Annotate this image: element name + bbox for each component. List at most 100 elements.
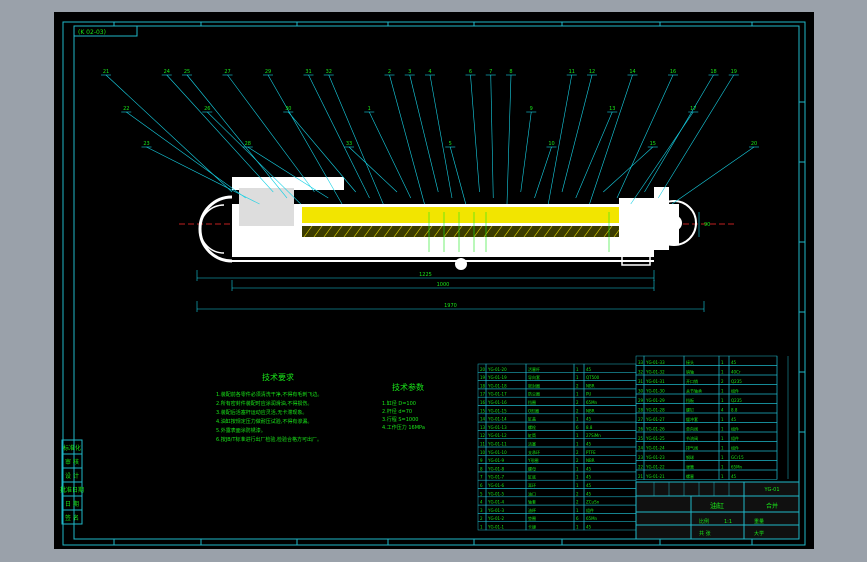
bom-left-text: 19 bbox=[480, 375, 486, 380]
bom-left-text: 6 bbox=[576, 425, 579, 430]
bom-left-text: 导向套 bbox=[528, 374, 540, 380]
bom-right-text: 25 bbox=[638, 436, 644, 441]
balloon-label: 26 bbox=[204, 106, 210, 112]
bom-left-text: 3 bbox=[480, 508, 483, 513]
bom-left-text: 1 bbox=[576, 466, 579, 471]
leader-line bbox=[186, 74, 288, 199]
bom-left-text: 1 bbox=[576, 442, 579, 447]
bom-right-text: 组件 bbox=[731, 435, 739, 441]
bom-left-text: 油口 bbox=[528, 490, 536, 496]
bom-left-text: 1 bbox=[576, 475, 579, 480]
bom-left-text: 1 bbox=[576, 433, 579, 438]
balloon-label: 31 bbox=[305, 69, 311, 75]
bom-left-text: 13 bbox=[480, 425, 486, 430]
hatch-line bbox=[533, 225, 543, 238]
gland bbox=[239, 188, 294, 226]
leader-line bbox=[644, 74, 714, 193]
bom-left-cell bbox=[583, 388, 637, 398]
bom-left-text: QT500 bbox=[586, 375, 600, 380]
balloon-label: 23 bbox=[143, 141, 149, 147]
bom-left-text: YG-01-10 bbox=[487, 450, 507, 455]
balloon-label: 7 bbox=[489, 69, 492, 75]
leader-line bbox=[534, 146, 552, 199]
bom-right-text: 1 bbox=[721, 455, 724, 460]
bom-left-text: 6 bbox=[576, 516, 579, 521]
bom-left-text: 16 bbox=[480, 400, 486, 405]
bom-left-text: 螺母 bbox=[528, 465, 536, 471]
bom-left-text: YG-01-4 bbox=[487, 500, 505, 505]
bom-left-cell bbox=[583, 488, 637, 498]
dimension-text: 1225 bbox=[419, 272, 432, 278]
bom-right-cell bbox=[728, 355, 778, 366]
bom-left-text: 油杯 bbox=[528, 507, 536, 513]
balloon-label: 30 bbox=[285, 106, 291, 112]
bom-right-text: 33 bbox=[638, 360, 644, 365]
bom-right-text: 32 bbox=[638, 370, 644, 375]
bom-left-text: YG-01-19 bbox=[487, 375, 507, 380]
bom-left-text: 18 bbox=[480, 383, 486, 388]
tech-param-line: 4.工作压力 16MPa bbox=[382, 424, 425, 431]
bom-left-text: 活塞 bbox=[528, 441, 536, 447]
leader-line bbox=[227, 74, 315, 193]
tech-req-line: 1.装配前各零件必须清洗干净,不得有毛刺飞边。 bbox=[216, 391, 322, 398]
tech-req-line: 4.油缸按规定压力做耐压试验,不得有渗漏。 bbox=[216, 418, 312, 425]
bom-left-text: 2 bbox=[576, 450, 579, 455]
bom-left-text: YG-01-6 bbox=[487, 483, 505, 488]
bom-left-text: 45 bbox=[586, 475, 592, 480]
bom-left-text: 45 bbox=[586, 466, 592, 471]
balloon-label: 33 bbox=[346, 141, 352, 147]
bom-left-text: NBR bbox=[586, 408, 595, 413]
bom-left-text: 45 bbox=[586, 417, 592, 422]
bom-right-text: 45 bbox=[731, 360, 737, 365]
bom-right-text: YG-01-29 bbox=[645, 398, 665, 403]
rear-eye-pin bbox=[666, 215, 682, 231]
bom-left-text: YG-01-14 bbox=[487, 417, 507, 422]
bom-left-text: 密封圈 bbox=[528, 382, 540, 388]
tech-param-title: 技术参数 bbox=[392, 382, 424, 392]
balloon-label: 11 bbox=[569, 69, 575, 75]
bom-right-cell bbox=[728, 412, 778, 423]
bom-right-text: 1 bbox=[721, 446, 724, 451]
tech-req-title: 技术要求 bbox=[262, 372, 294, 382]
balloon-label: 2 bbox=[388, 69, 391, 75]
bom-left-text: 15 bbox=[480, 408, 486, 413]
rod-section-hatch bbox=[302, 226, 652, 237]
bom-left-text: YG-01-3 bbox=[487, 508, 505, 513]
bom-right-text: 钢球 bbox=[686, 454, 694, 460]
bom-right-text: 1 bbox=[721, 398, 724, 403]
bom-left-cell bbox=[583, 363, 637, 373]
bom-left-text: ZCuSn bbox=[586, 500, 600, 505]
hatch-line bbox=[603, 225, 613, 238]
balloon-label: 27 bbox=[224, 69, 230, 75]
balloon-label: 9 bbox=[530, 106, 533, 112]
hatch-line bbox=[343, 225, 353, 238]
bom-right-text: 弹簧 bbox=[686, 464, 694, 470]
bom-right-text: 1 bbox=[721, 360, 724, 365]
balloon-label: 15 bbox=[650, 141, 656, 147]
bom-left-text: NBR bbox=[586, 383, 595, 388]
bom-right-text: 1 bbox=[721, 427, 724, 432]
bom-left-text: 缸盖 bbox=[528, 416, 536, 422]
bom-right-text: 26 bbox=[638, 427, 644, 432]
bom-right-text: 22 bbox=[638, 465, 644, 470]
leader-line bbox=[247, 146, 329, 199]
leader-line bbox=[603, 146, 653, 193]
balloon-label: 8 bbox=[509, 69, 512, 75]
bom-left-text: YG-01-15 bbox=[487, 408, 507, 413]
bom-right-text: 8.8 bbox=[731, 408, 738, 413]
bom-right-text: 45 bbox=[731, 417, 737, 422]
side-table-label: 签 名 bbox=[65, 514, 79, 522]
leader-line bbox=[146, 146, 260, 205]
bom-left-text: 组件 bbox=[586, 507, 594, 513]
bom-left-text: 耳环 bbox=[528, 483, 536, 488]
bom-right-text: 关节轴承 bbox=[686, 388, 702, 394]
leader-line bbox=[389, 74, 425, 205]
side-table-label: 日 期 bbox=[65, 500, 79, 508]
bom-left-text: 支承环 bbox=[528, 449, 540, 455]
bom-left-text: 4 bbox=[480, 500, 483, 505]
bom-left-text: 11 bbox=[480, 442, 486, 447]
balloon-label: 10 bbox=[548, 141, 554, 147]
bom-right-text: 21 bbox=[638, 474, 644, 479]
bom-right-text: 组件 bbox=[731, 388, 739, 394]
